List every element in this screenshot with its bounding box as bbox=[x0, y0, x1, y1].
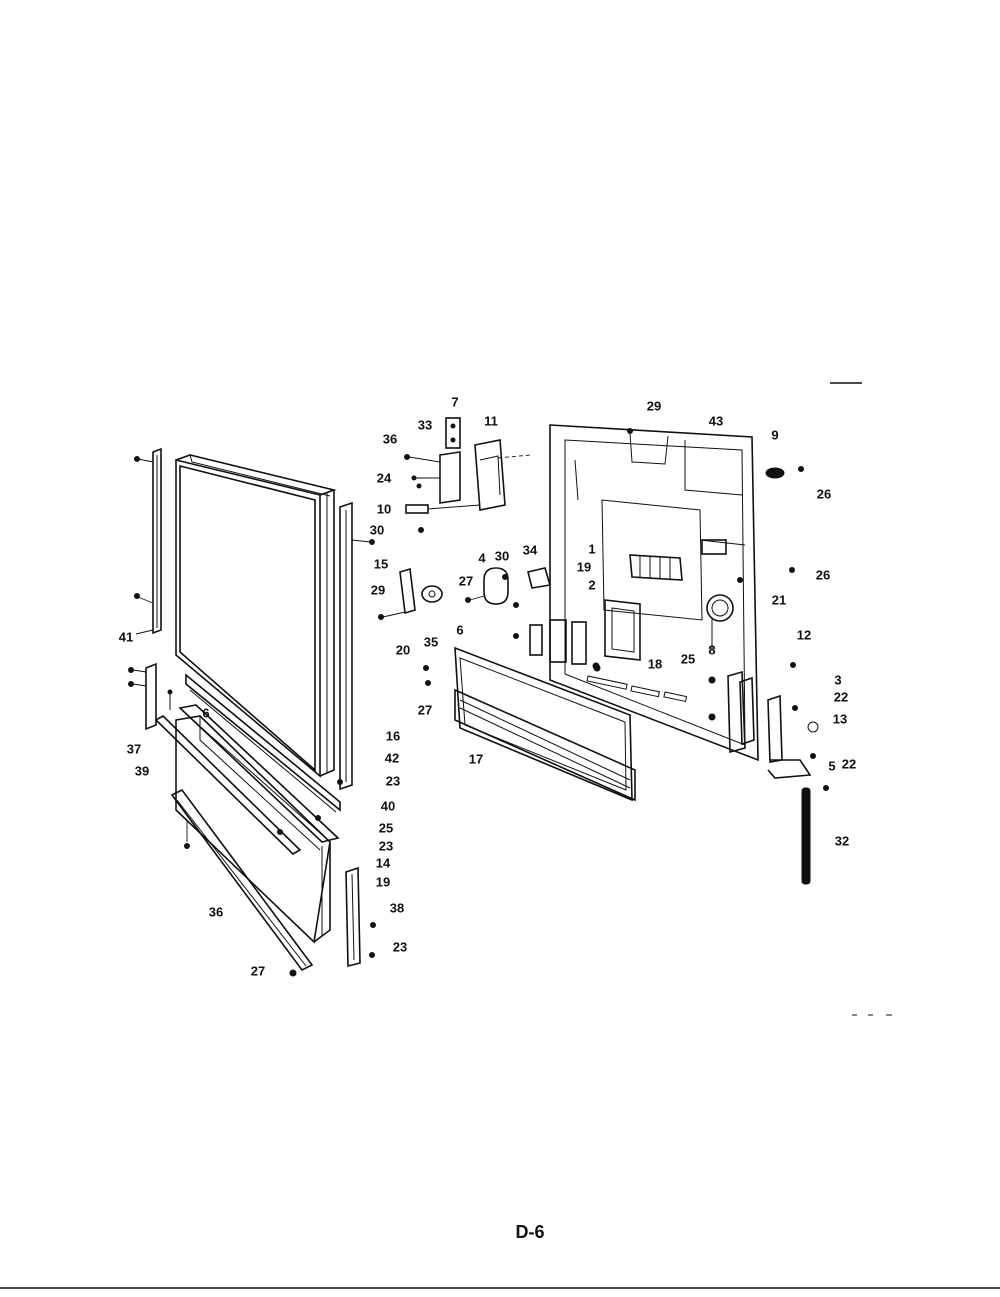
part-callout-26: 26 bbox=[816, 567, 830, 582]
part-callout-6: 6 bbox=[456, 622, 463, 637]
part-callout-38: 38 bbox=[390, 900, 404, 915]
part-callout-42: 42 bbox=[385, 750, 399, 765]
part-callout-15: 15 bbox=[374, 556, 388, 571]
inner-door-liner-43 bbox=[549, 424, 759, 762]
right-side-brackets bbox=[727, 466, 829, 885]
part-callout-26: 26 bbox=[817, 486, 831, 501]
part-callout-41: 41 bbox=[119, 629, 133, 644]
part-callout-9: 9 bbox=[771, 427, 778, 442]
stray-marks bbox=[0, 382, 1000, 1289]
part-callout-29: 29 bbox=[371, 582, 385, 597]
outer-door-panel bbox=[175, 454, 341, 813]
part-callout-18: 18 bbox=[648, 656, 662, 671]
part-callout-40: 40 bbox=[381, 798, 395, 813]
part-callout-12: 12 bbox=[797, 627, 811, 642]
part-callout-39: 39 bbox=[135, 763, 149, 778]
part-callout-8: 8 bbox=[708, 642, 715, 657]
part-callout-27: 27 bbox=[251, 963, 265, 978]
left-trim-strip-41 bbox=[134, 447, 162, 635]
part-callout-25: 25 bbox=[379, 820, 393, 835]
part-callout-36: 36 bbox=[209, 904, 223, 919]
part-callout-6: 6 bbox=[202, 705, 209, 720]
part-callout-4: 4 bbox=[478, 550, 486, 565]
part-callout-22: 22 bbox=[842, 756, 856, 771]
part-callout-19: 19 bbox=[376, 874, 390, 889]
part-callout-27: 27 bbox=[418, 702, 432, 717]
part-callout-33: 33 bbox=[418, 417, 432, 432]
part-callout-3: 3 bbox=[834, 672, 841, 687]
part-callout-1: 1 bbox=[588, 541, 595, 556]
part-callout-43: 43 bbox=[709, 413, 723, 428]
part-callout-13: 13 bbox=[833, 711, 847, 726]
part-callout-36: 36 bbox=[383, 431, 397, 446]
right-trim-strip-42 bbox=[339, 501, 375, 791]
hinge-hardware bbox=[378, 417, 531, 620]
part-callout-7: 7 bbox=[451, 394, 458, 409]
part-callout-30: 30 bbox=[495, 548, 509, 563]
part-callout-24: 24 bbox=[377, 470, 392, 485]
part-callout-37: 37 bbox=[127, 741, 141, 756]
part-callout-27: 27 bbox=[459, 573, 473, 588]
part-callout-20: 20 bbox=[396, 642, 410, 657]
part-callout-32: 32 bbox=[835, 833, 849, 848]
lower-panel-assembly bbox=[128, 662, 376, 977]
part-callout-14: 14 bbox=[376, 855, 391, 870]
part-callout-16: 16 bbox=[386, 728, 400, 743]
part-callout-11: 11 bbox=[484, 413, 498, 428]
part-callout-30: 30 bbox=[370, 522, 384, 537]
part-callout-34: 34 bbox=[523, 542, 538, 557]
part-callout-23: 23 bbox=[386, 773, 400, 788]
part-callout-25: 25 bbox=[681, 651, 695, 666]
part-callout-35: 35 bbox=[424, 634, 438, 649]
part-callout-19: 19 bbox=[577, 559, 591, 574]
latch-parts-4-34 bbox=[465, 567, 552, 608]
page-code-label: D-6 bbox=[515, 1222, 544, 1242]
part-callout-21: 21 bbox=[772, 592, 786, 607]
front-access-panel-17 bbox=[423, 619, 636, 802]
part-callout-29: 29 bbox=[647, 398, 661, 413]
part-callout-23: 23 bbox=[393, 939, 407, 954]
part-callout-2: 2 bbox=[588, 577, 595, 592]
part-callout-17: 17 bbox=[469, 751, 483, 766]
part-callout-10: 10 bbox=[377, 501, 391, 516]
part-callout-23: 23 bbox=[379, 838, 393, 853]
part-callout-22: 22 bbox=[834, 689, 848, 704]
part-callout-5: 5 bbox=[828, 758, 835, 773]
